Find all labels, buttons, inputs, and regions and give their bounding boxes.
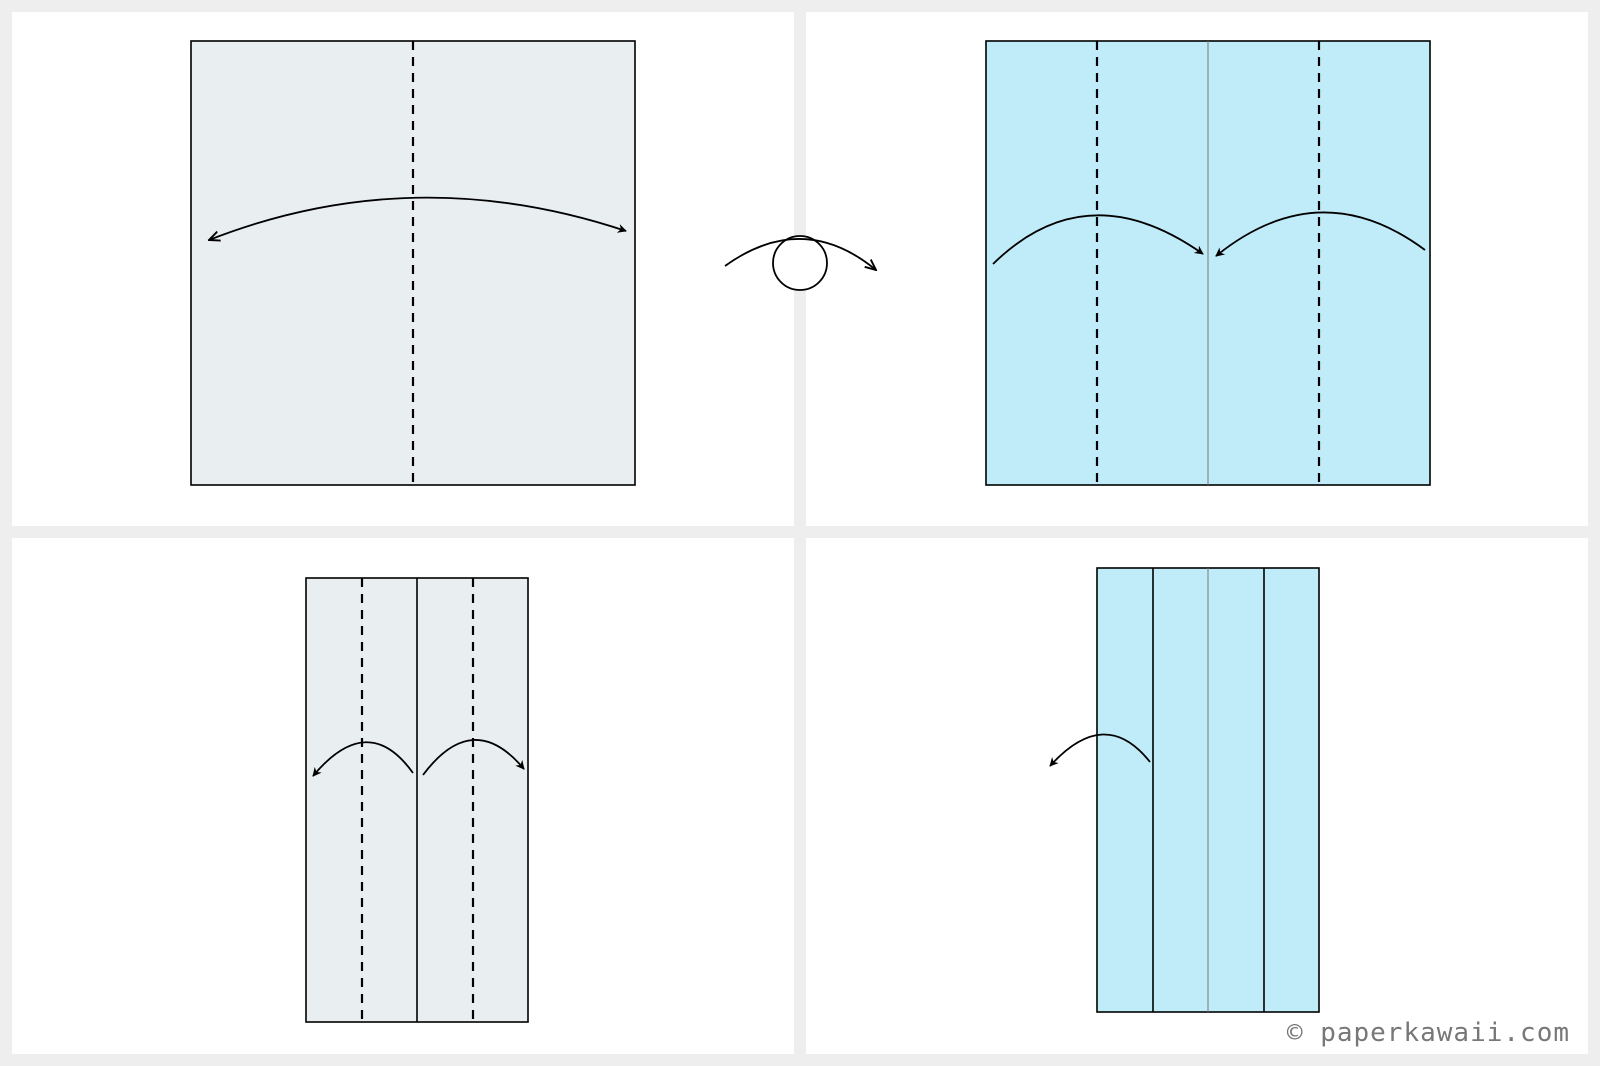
step-1-diagram [190,40,636,486]
curved-arrow-icon [1215,211,1426,257]
curved-arrow-icon [992,214,1204,265]
curved-arrow-icon [1049,733,1151,767]
step-4-diagram [1049,567,1320,1013]
copyright-text: © paperkawaii.com [1286,1018,1570,1048]
step-2-diagram [985,40,1431,486]
curved-arrow-icon [422,739,525,776]
step-3-diagram [305,577,529,1023]
turn-over-icon [724,235,876,291]
curved-arrow-icon [312,741,414,777]
double-arrow-icon [209,196,626,240]
